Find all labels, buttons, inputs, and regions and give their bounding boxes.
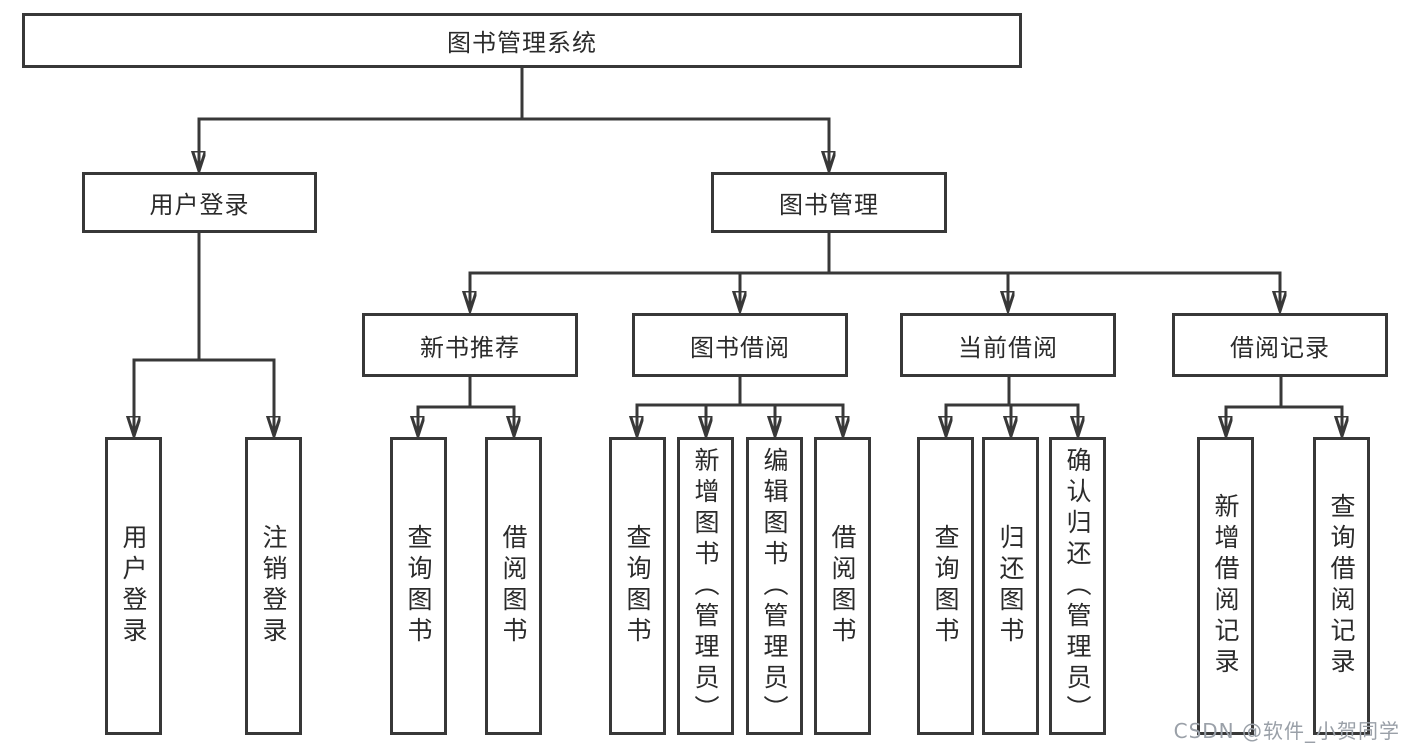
node-leaf-br-query-record-label: 查询借阅记录 xyxy=(1327,493,1356,679)
node-leaf-bb-edit-book: 编辑图书（管理员） xyxy=(746,437,803,735)
node-leaf-logout-label: 注销登录 xyxy=(259,524,288,648)
node-leaf-bb-edit-book-label: 编辑图书（管理员） xyxy=(760,446,789,726)
node-leaf-user-login-label: 用户登录 xyxy=(119,524,148,648)
node-root: 图书管理系统 xyxy=(22,13,1022,68)
node-leaf-cb-return-book-label: 归还图书 xyxy=(996,524,1025,648)
node-leaf-nb-query-book-label: 查询图书 xyxy=(404,524,433,648)
connector-root-to-level2 xyxy=(199,68,829,171)
node-leaf-br-query-record: 查询借阅记录 xyxy=(1313,437,1370,735)
node-leaf-cb-query-book-label: 查询图书 xyxy=(931,524,960,648)
node-leaf-br-add-record-label: 新增借阅记录 xyxy=(1211,493,1240,679)
node-borrow-records-label: 借阅记录 xyxy=(1230,333,1330,362)
connector-borrow-records-children xyxy=(1226,377,1342,436)
node-book-management-label: 图书管理 xyxy=(779,191,879,219)
node-leaf-bb-borrow-book-label: 借阅图书 xyxy=(828,524,857,648)
node-current-borrow: 当前借阅 xyxy=(900,313,1116,377)
node-leaf-bb-query-book-label: 查询图书 xyxy=(623,524,652,648)
node-leaf-cb-confirm-return-label: 确认归还（管理员） xyxy=(1063,446,1092,726)
node-book-borrow-label: 图书借阅 xyxy=(690,333,790,362)
connector-book-management-children xyxy=(470,233,1280,311)
node-leaf-user-login: 用户登录 xyxy=(105,437,162,735)
connector-new-book-children xyxy=(418,377,514,436)
node-root-label: 图书管理系统 xyxy=(447,29,597,57)
node-borrow-records: 借阅记录 xyxy=(1172,313,1388,377)
node-leaf-bb-query-book: 查询图书 xyxy=(609,437,666,735)
node-new-book-recommend: 新书推荐 xyxy=(362,313,578,377)
connector-book-borrow-children xyxy=(637,377,843,436)
node-current-borrow-label: 当前借阅 xyxy=(958,333,1058,362)
node-leaf-bb-add-book: 新增图书（管理员） xyxy=(677,437,734,735)
node-leaf-nb-query-book: 查询图书 xyxy=(390,437,447,735)
node-leaf-bb-add-book-label: 新增图书（管理员） xyxy=(691,446,720,726)
node-leaf-cb-return-book: 归还图书 xyxy=(982,437,1039,735)
node-new-book-recommend-label: 新书推荐 xyxy=(420,333,520,362)
node-book-management: 图书管理 xyxy=(711,172,947,233)
node-book-borrow: 图书借阅 xyxy=(632,313,848,377)
node-leaf-logout: 注销登录 xyxy=(245,437,302,735)
node-leaf-cb-query-book: 查询图书 xyxy=(917,437,974,735)
node-leaf-nb-borrow-book: 借阅图书 xyxy=(485,437,542,735)
connector-user-login-children xyxy=(134,233,274,436)
node-user-login: 用户登录 xyxy=(82,172,317,233)
node-leaf-cb-confirm-return: 确认归还（管理员） xyxy=(1049,437,1106,735)
node-leaf-nb-borrow-book-label: 借阅图书 xyxy=(499,524,528,648)
node-leaf-br-add-record: 新增借阅记录 xyxy=(1197,437,1254,735)
connector-current-borrow-children xyxy=(946,377,1078,436)
node-leaf-bb-borrow-book: 借阅图书 xyxy=(814,437,871,735)
csdn-watermark: CSDN @软件_小贺同学 xyxy=(1173,719,1400,743)
node-user-login-label: 用户登录 xyxy=(149,191,250,219)
